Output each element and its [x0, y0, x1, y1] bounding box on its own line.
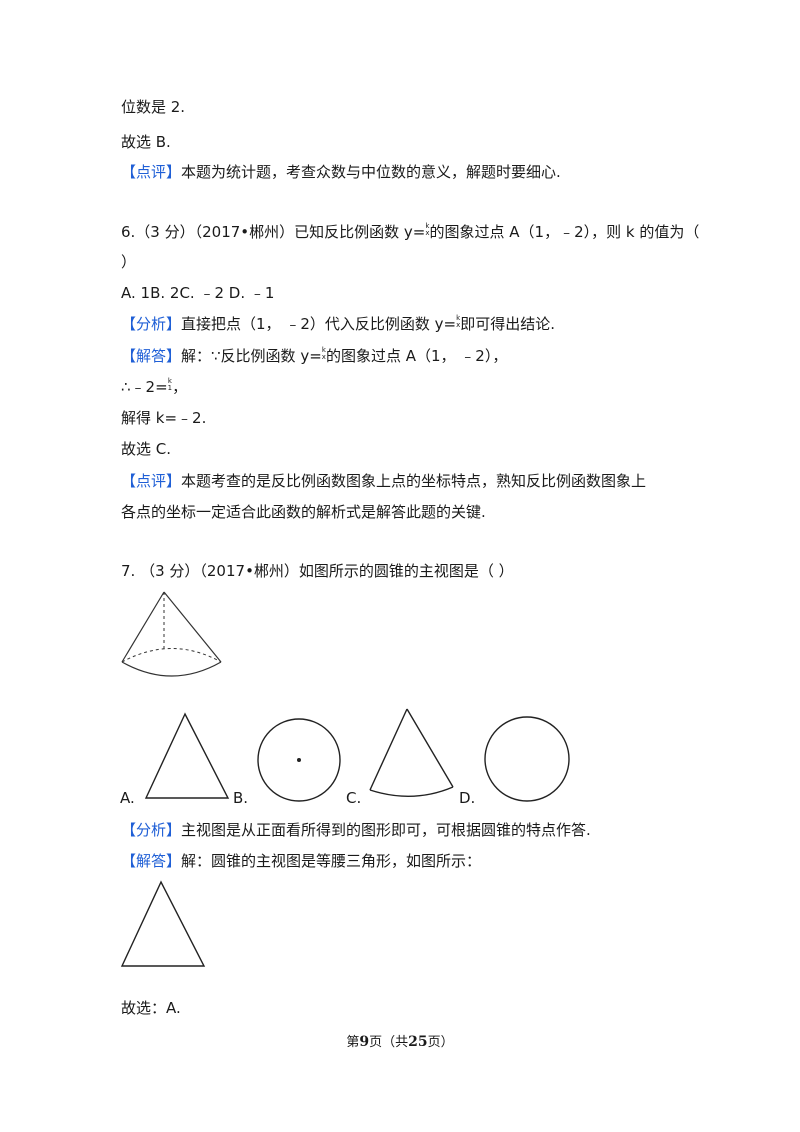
option-c-label: C.	[346, 789, 362, 807]
tag-fenxi: 【分析】	[121, 315, 182, 333]
option-c-sector	[369, 708, 454, 797]
tag-dianping: 【点评】	[121, 163, 182, 181]
text-line: 故选 B.	[121, 133, 171, 151]
tag-dianping: 【点评】	[121, 472, 182, 490]
text-line: ）	[121, 253, 137, 271]
option-b-label: B.	[233, 789, 249, 807]
text-line: 位数是 2.	[121, 98, 186, 116]
text-line: 故选 C.	[121, 440, 172, 458]
text-line: 解得 k=﹣2.	[121, 409, 207, 427]
question-7: 7. （3 分）（2017•郴州）如图所示的圆锥的主视图是（ ）	[121, 562, 514, 580]
option-b-circle	[257, 718, 341, 802]
tag-fenxi: 【分析】	[121, 821, 182, 839]
tag-jieda: 【解答】	[121, 347, 182, 365]
cone-figure	[121, 591, 222, 677]
page-footer: 第9页（共25页）	[346, 1034, 454, 1050]
tag-jieda: 【解答】	[121, 852, 182, 870]
answer-triangle	[120, 880, 206, 967]
comment-line: 【点评】本题考查的是反比例函数图象上点的坐标特点，熟知反比例函数图象上	[121, 472, 647, 490]
analysis-line: 【分析】主视图是从正面看所得到的图形即可，可根据圆锥的特点作答.	[121, 821, 591, 839]
option-d-circle	[484, 716, 570, 802]
text-line: 故选：A.	[121, 999, 181, 1017]
question-6-options: A. 1B. 2C. ﹣2 D. ﹣1	[121, 284, 275, 302]
comment-line: 【点评】本题为统计题，考查众数与中位数的意义，解题时要细心.	[121, 163, 561, 181]
option-a-label: A.	[120, 789, 135, 807]
option-d-label: D.	[459, 789, 476, 807]
answer-line: 【解答】解：圆锥的主视图是等腰三角形，如图所示：	[121, 852, 482, 870]
option-a-triangle	[144, 712, 230, 799]
text-line: 各点的坐标一定适合此函数的解析式是解答此题的关键.	[121, 503, 486, 521]
